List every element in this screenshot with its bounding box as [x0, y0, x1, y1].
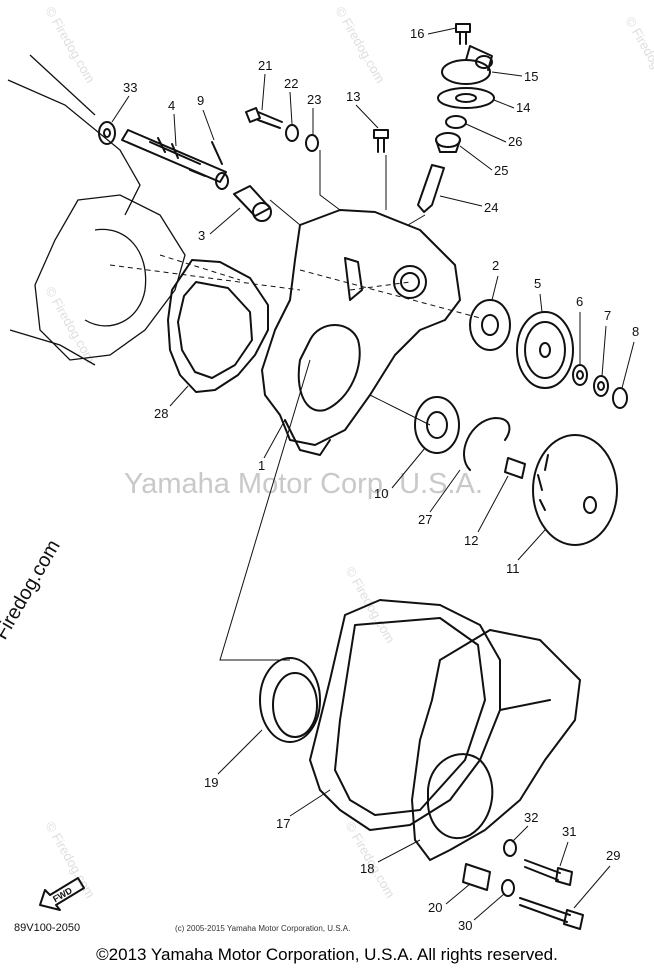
part-30-washer: [501, 879, 515, 897]
part-11-gear: [532, 434, 618, 546]
part-31-bolt: [524, 859, 573, 886]
part-9-pin: [211, 141, 223, 165]
callout-15: 15: [524, 69, 538, 84]
callout-8: 8: [632, 324, 639, 339]
part-12-pin: [504, 457, 526, 479]
callout-1: 1: [258, 458, 265, 473]
tile-watermark: © Firedog.com: [342, 819, 398, 901]
part-18-cover: [411, 629, 581, 861]
part-28-gasket: [167, 259, 269, 393]
callout-2: 2: [492, 258, 499, 273]
callout-18: 18: [360, 861, 374, 876]
callouts: 33 4 9 3 21 22 23 13 16 15 14 26 25 24 2…: [111, 26, 639, 933]
part-10-bearing: [414, 396, 460, 454]
part-7-washer: [593, 375, 609, 397]
part-14-plate: [437, 87, 495, 109]
callout-29: 29: [606, 848, 620, 863]
callout-5: 5: [534, 276, 541, 291]
callout-11: 11: [506, 561, 520, 576]
callout-14: 14: [516, 100, 530, 115]
part-8-circlip: [612, 387, 628, 409]
callout-9: 9: [197, 93, 204, 108]
diagram-code: 89V100-2050: [14, 922, 81, 934]
part-15-fitting: [441, 45, 493, 85]
part-6-washer: [572, 364, 588, 386]
part-23-washer: [305, 134, 319, 152]
callout-25: 25: [494, 163, 508, 178]
part-3-collar: [233, 185, 272, 222]
callout-16: 16: [410, 26, 424, 41]
callout-19: 19: [204, 775, 218, 790]
part-1-crankcase-cover: [261, 209, 461, 456]
callout-12: 12: [464, 533, 478, 548]
part-20-dowel: [462, 863, 491, 891]
callout-13: 13: [346, 89, 360, 104]
part-19-seal: [259, 657, 321, 743]
part-26-oring: [445, 115, 467, 129]
tile-watermark: © Firedog.com: [622, 14, 654, 96]
callout-28: 28: [154, 406, 168, 421]
callout-21: 21: [258, 58, 272, 73]
alignment-lines: [109, 150, 481, 661]
part-25-seal: [435, 132, 461, 153]
callout-10: 10: [374, 486, 388, 501]
callout-26: 26: [508, 134, 522, 149]
part-16-screw: [455, 23, 471, 45]
callout-20: 20: [428, 900, 442, 915]
callout-30: 30: [458, 918, 472, 933]
part-27-circlip: [463, 417, 511, 471]
part-32-washer: [503, 839, 517, 857]
part-4-shaft: [121, 129, 229, 190]
callout-24: 24: [484, 200, 498, 215]
part-24-gear: [417, 164, 445, 213]
part-29-bolt: [519, 897, 584, 930]
callout-31: 31: [562, 824, 576, 839]
part-5-gear: [516, 311, 574, 389]
part-2-bearing: [469, 299, 511, 351]
part-21-bolt: [245, 107, 283, 129]
small-copyright: (c) 2005-2015 Yamaha Motor Corporation, …: [175, 924, 351, 933]
callout-4: 4: [168, 98, 175, 113]
center-watermark: Yamaha Motor Corp, U.S.A.: [124, 468, 483, 500]
part-13-bolt: [373, 129, 389, 153]
copyright-footer: ©2013 Yamaha Motor Corporation, U.S.A. A…: [96, 945, 558, 964]
callout-32: 32: [524, 810, 538, 825]
callout-33: 33: [123, 80, 137, 95]
callout-17: 17: [276, 816, 290, 831]
part-17-gasket: [309, 599, 501, 831]
part-33-washer: [98, 121, 116, 145]
callout-7: 7: [604, 308, 611, 323]
engine-outline: [7, 54, 186, 366]
callout-3: 3: [198, 228, 205, 243]
tile-watermarks: © Firedog.com © Firedog.com © Firedog.co…: [42, 4, 654, 901]
tile-watermark: © Firedog.com: [332, 4, 388, 86]
callout-27: 27: [418, 512, 432, 527]
tile-watermark: © Firedog.com: [42, 284, 98, 366]
part-22-washer: [285, 124, 299, 142]
callout-6: 6: [576, 294, 583, 309]
callout-22: 22: [284, 76, 298, 91]
callout-23: 23: [307, 92, 321, 107]
